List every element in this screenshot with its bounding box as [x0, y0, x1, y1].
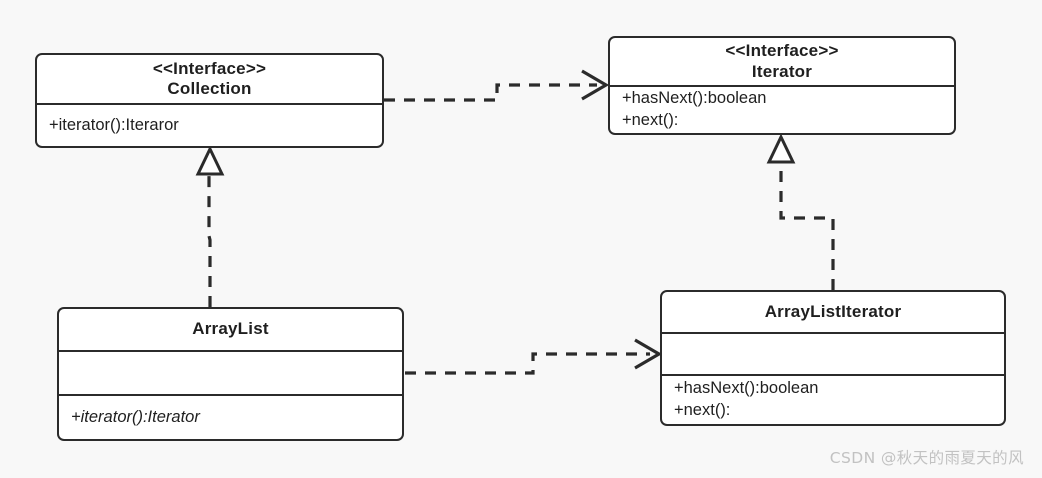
- compartment-divider: [610, 85, 954, 87]
- class-stereotype: <<Interface>>: [152, 59, 267, 79]
- compartment-divider: [662, 332, 1004, 335]
- relationship-arraylist-realizes-collection: [195, 145, 225, 307]
- relationship-arraylist-depends-arraylistiterator: [405, 338, 663, 375]
- class-methods-compartment: +hasNext():boolean +next():: [610, 87, 954, 133]
- class-header-collection: <<Interface>> Collection: [37, 55, 382, 103]
- hollow-triangle-icon: [766, 133, 796, 164]
- realization-line: [207, 172, 212, 307]
- method-entry: +iterator():Iteraror: [49, 115, 179, 134]
- relationship-arraylistiterator-realizes-iterator: [766, 133, 835, 290]
- class-name: ArrayListIterator: [764, 302, 902, 322]
- compartment-divider: [37, 103, 382, 106]
- dependency-line: [384, 83, 597, 102]
- class-header-iterator: <<Interface>> Iterator: [610, 38, 954, 85]
- class-attributes-compartment: [59, 352, 402, 395]
- class-header-arraylist: ArrayList: [59, 309, 402, 350]
- class-methods-compartment: +iterator():Iteraror: [37, 105, 382, 146]
- method-entry: +next():: [622, 111, 679, 129]
- method-entry: +iterator():Iterator: [71, 407, 200, 426]
- open-arrow-head-icon: [634, 338, 663, 370]
- open-arrow-head-icon: [581, 69, 610, 101]
- hollow-triangle-icon: [195, 145, 225, 176]
- class-name: ArrayList: [192, 319, 269, 339]
- csdn-watermark: CSDN @秋天的雨夏天的风: [829, 449, 1024, 467]
- class-stereotype: <<Interface>>: [725, 41, 839, 61]
- method-entry: +next():: [674, 401, 731, 419]
- class-methods-compartment: +iterator():Iterator: [59, 396, 402, 439]
- realization-line: [779, 160, 835, 290]
- class-name: Iterator: [751, 61, 813, 81]
- relationship-collection-depends-iterator: [384, 69, 610, 102]
- uml-class-collection[interactable]: <<Interface>> Collection +iterator():Ite…: [35, 53, 384, 148]
- class-attributes-compartment: [662, 334, 1004, 374]
- uml-class-arraylist[interactable]: ArrayList +iterator():Iterator: [57, 307, 404, 441]
- compartment-divider: [662, 374, 1004, 376]
- uml-class-iterator[interactable]: <<Interface>> Iterator +hasNext():boolea…: [608, 36, 956, 135]
- uml-class-arraylistiterator[interactable]: ArrayListIterator +hasNext():boolean +ne…: [660, 290, 1006, 426]
- dependency-line: [405, 352, 650, 375]
- compartment-divider: [59, 349, 402, 352]
- method-entry: +hasNext():boolean: [622, 89, 767, 108]
- class-name: Collection: [167, 79, 252, 99]
- method-entry: +hasNext():boolean: [674, 379, 819, 398]
- class-header-arraylistiterator: ArrayListIterator: [662, 292, 1004, 332]
- class-methods-compartment: +hasNext():boolean +next():: [662, 376, 1004, 424]
- compartment-divider: [59, 394, 402, 397]
